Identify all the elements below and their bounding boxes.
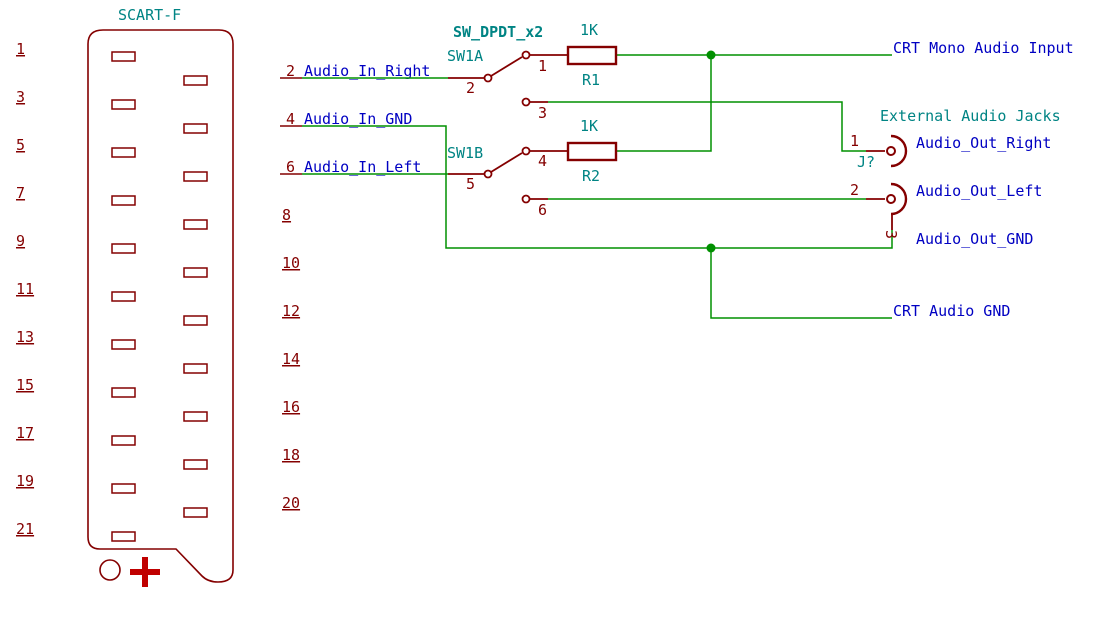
switch-contact-icon [521,194,531,204]
scart-pin-pad [111,51,136,62]
scart-pin-number: 15 [16,376,34,394]
scart-pin-number: 20 [282,494,300,512]
jack-pin-name-right: Audio_Out_Right [916,134,1051,152]
junction-dot [706,50,716,60]
resistor-value: 1K [580,21,598,39]
resistor-icon [566,45,618,66]
scart-pin-number: 13 [16,328,34,346]
audio-jack: External Audio Jacks J? 1 2 3 Audio_Out_… [850,107,1061,248]
scart-pin-number: 7 [16,184,25,202]
switch-lever-icon [490,152,523,173]
scart-pin-pad [111,339,136,350]
scart-pin-pad [183,75,208,86]
net-label-crt-mono-audio-input: CRT Mono Audio Input [893,39,1074,57]
scart-pin-number: 5 [16,136,25,154]
scart-pin-pad [183,459,208,470]
mounting-cross-icon [130,557,160,587]
scart-pin-pad [183,363,208,374]
pin-number: 5 [466,175,475,193]
pin-number: 4 [538,152,547,170]
jack-title: External Audio Jacks [880,107,1061,125]
pin-number: 6 [286,158,295,176]
scart-pin-number: 12 [282,302,300,320]
pin-number: 2 [466,79,475,97]
scart-pin-number: 3 [16,88,25,106]
wires [302,50,893,319]
scart-pin-number: 1 [16,40,25,58]
scart-pin-number: 17 [16,424,34,442]
scart-pin-pad [111,147,136,158]
scart-pin-pad [183,507,208,518]
pin-number: 2 [850,181,859,199]
switch-lever-icon [490,56,523,77]
mounting-hole-icon [99,559,121,581]
pin-number: 1 [850,132,859,150]
junction-dot [706,243,716,253]
connector-ref: SCART-F [118,6,181,24]
resistor-ref: R1 [582,71,600,89]
scart-pin-number: 11 [16,280,34,298]
scart-pin-2: 2 Audio_In_Right [280,62,430,80]
switch-unit-a: SW1A [447,47,483,65]
scart-pin-pad [111,291,136,302]
jack-pin-name-left: Audio_Out_Left [916,182,1042,200]
scart-pin-pad [111,483,136,494]
jack-contact-icon [886,194,896,204]
connector-body [87,29,234,583]
net-label-audio-in-left: Audio_In_Left [304,158,421,176]
scart-pin-pad [183,171,208,182]
switch-sw1: SW_DPDT_x2 SW1A SW1B 2 1 3 5 4 6 [447,23,568,219]
pin-number: 2 [286,62,295,80]
jack-ring-left-icon [890,182,908,216]
scart-pin-number: 16 [282,398,300,416]
scart-pin-pad [183,267,208,278]
switch-value: SW_DPDT_x2 [453,23,543,41]
scart-pin-pad [111,387,136,398]
resistor-r1: 1K R1 [566,21,618,89]
pin-number: 3 [538,104,547,122]
scart-pin-number: 8 [282,206,291,224]
scart-pin-pad [111,435,136,446]
scart-pin-4: 4 Audio_In_GND [280,110,412,128]
resistor-ref: R2 [582,167,600,185]
scart-pin-number: 21 [16,520,34,538]
scart-pin-pad [183,123,208,134]
scart-pin-number: 9 [16,232,25,250]
switch-contact-icon [521,146,531,156]
resistor-r2: 1K R2 [566,117,618,185]
jack-contact-icon [886,146,896,156]
pin-number: 3 [882,230,900,239]
switch-common-contact-icon [483,73,493,83]
pin-number: 4 [286,110,295,128]
scart-pin-pad [111,195,136,206]
jack-pin-name-gnd: Audio_Out_GND [916,230,1033,248]
jack-ring-right-icon [890,134,908,168]
scart-pin-pad [111,99,136,110]
scart-pin-pad [183,219,208,230]
switch-contact-icon [521,97,531,107]
scart-pin-number: 18 [282,446,300,464]
scart-pin-pad [183,315,208,326]
net-label-audio-in-right: Audio_In_Right [304,62,430,80]
pin-number: 1 [538,57,547,75]
scart-pin-number: 14 [282,350,300,368]
switch-common-contact-icon [483,169,493,179]
scart-pin-6: 6 Audio_In_Left [280,158,421,176]
resistor-value: 1K [580,117,598,135]
switch-contact-icon [521,50,531,60]
net-label-crt-audio-gnd: CRT Audio GND [893,302,1010,320]
switch-unit-b: SW1B [447,144,483,162]
pin-number: 6 [538,201,547,219]
resistor-icon [566,141,618,162]
scart-pin-number: 10 [282,254,300,272]
scart-pin-pad [111,243,136,254]
scart-pin-pad [183,411,208,422]
scart-pin-pad [111,531,136,542]
scart-pin-number: 19 [16,472,34,490]
jack-ref: J? [857,153,875,171]
net-label-audio-in-gnd: Audio_In_GND [304,110,412,128]
